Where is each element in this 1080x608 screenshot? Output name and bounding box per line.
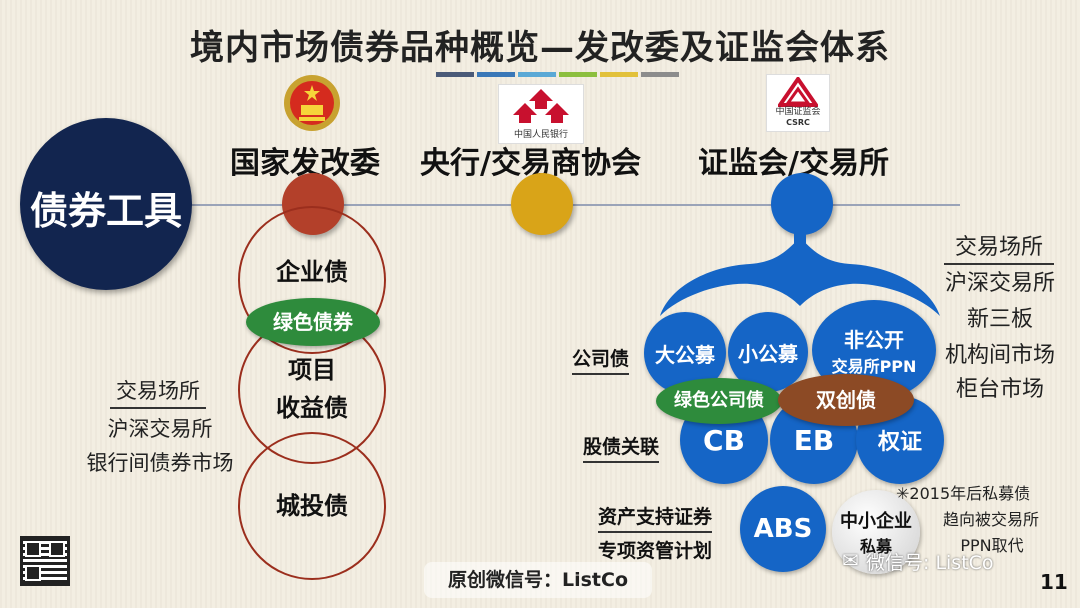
ndrc-venue-2: 银行间债券市场 bbox=[86, 451, 234, 475]
abs-label-2: 专项资管计划 bbox=[598, 540, 713, 562]
pboc-logo-text: 中国人民银行 bbox=[513, 130, 568, 140]
page-title: 境内市场债券品种概览—发改委及证监会体系 bbox=[190, 28, 890, 68]
sme-label: 中小企业 bbox=[840, 511, 912, 532]
root-label: 债券工具 bbox=[29, 189, 182, 233]
note-line-2: 趋向被交易所 bbox=[942, 510, 1039, 529]
private-label-2: 交易所PPN bbox=[831, 356, 917, 376]
page-number: 11 bbox=[1040, 570, 1068, 594]
root-node bbox=[20, 118, 192, 290]
qr-code-icon bbox=[20, 536, 70, 586]
abs-label-1: 资产支持证券 bbox=[598, 502, 713, 533]
csrc-venue-3: 机构间市场 bbox=[944, 343, 1055, 368]
national-emblem-icon bbox=[281, 73, 343, 135]
sme-bubble: 中小企业 私募 bbox=[832, 490, 920, 574]
abs-bubble: ABS bbox=[740, 486, 826, 572]
note-line-1: ✳2015年后私募债 bbox=[896, 484, 1031, 503]
green-bond-pill: 绿色债券 bbox=[246, 298, 380, 346]
csrc-logo-icon: 中国证监会 CSRC bbox=[766, 74, 830, 132]
private-label-1: 非公开 bbox=[844, 327, 904, 352]
csrc-logo-en: CSRC bbox=[786, 118, 810, 127]
csrc-venue-2: 新三板 bbox=[966, 307, 1033, 332]
project-bond-label-2: 收益债 bbox=[276, 394, 348, 422]
pboc-dot bbox=[511, 173, 573, 235]
ndrc-venue-title: 交易场所 bbox=[110, 376, 206, 409]
innovation-bond-pill: 双创债 bbox=[778, 374, 914, 426]
wechat-icon: ✉ bbox=[842, 548, 859, 572]
ndrc-venue-1: 沪深交易所 bbox=[107, 417, 213, 441]
equity-linked-label: 股债关联 bbox=[583, 432, 660, 463]
csrc-umbrella bbox=[660, 216, 940, 316]
csrc-venue-title: 交易场所 bbox=[944, 232, 1054, 265]
csrc-venue-1: 沪深交易所 bbox=[944, 271, 1055, 296]
green-corp-bond-pill: 绿色公司债 bbox=[656, 378, 782, 424]
title-underline bbox=[436, 72, 679, 77]
project-bond-label-1: 项目 bbox=[288, 356, 336, 384]
enterprise-bond-label: 企业债 bbox=[276, 258, 348, 286]
note-line-3: PPN取代 bbox=[960, 536, 1024, 555]
csrc-logo-cn: 中国证监会 bbox=[775, 107, 821, 117]
urban-bond-label: 城投债 bbox=[276, 492, 348, 520]
sme-label-2: 私募 bbox=[859, 537, 892, 556]
pboc-logo-icon: 中国人民银行 bbox=[498, 84, 584, 144]
watermark-label: 微信号: ListCo bbox=[866, 552, 994, 574]
source-label: 原创微信号：ListCo bbox=[424, 562, 652, 598]
corp-bond-label: 公司债 bbox=[572, 344, 630, 375]
ring-urban-bond bbox=[238, 432, 386, 580]
csrc-venue-4: 柜台市场 bbox=[955, 377, 1044, 402]
